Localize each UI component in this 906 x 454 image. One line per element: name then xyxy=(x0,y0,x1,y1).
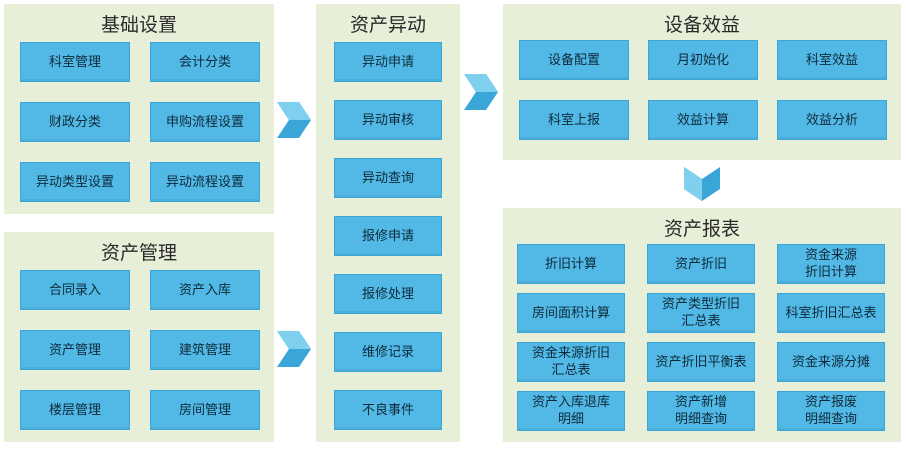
item-asset-depreciation-balance[interactable]: 资产折旧平衡表 xyxy=(647,342,755,382)
item-asset-mgmt[interactable]: 资产管理 xyxy=(20,330,130,370)
item-asset-inbound[interactable]: 资产入库 xyxy=(150,270,260,310)
item-maintenance-record[interactable]: 维修记录 xyxy=(334,332,442,372)
item-change-type-settings[interactable]: 异动类型设置 xyxy=(20,162,130,202)
item-change-apply[interactable]: 异动申请 xyxy=(334,42,442,82)
item-asset-scrap-detail-query[interactable]: 资产报废 明细查询 xyxy=(777,391,885,431)
panel-basic-settings: 基础设置 科室管理 会计分类 财政分类 申购流程设置 异动类型设置 异动流程设置 xyxy=(4,4,274,214)
item-change-review[interactable]: 异动审核 xyxy=(334,100,442,140)
item-asset-new-detail-query[interactable]: 资产新增 明细查询 xyxy=(647,391,755,431)
item-floor-mgmt[interactable]: 楼层管理 xyxy=(20,390,130,430)
item-fund-source-depreciation-summary[interactable]: 资金来源折旧 汇总表 xyxy=(517,342,625,382)
item-dept-benefit[interactable]: 科室效益 xyxy=(777,40,887,80)
arrow-right-icon xyxy=(277,331,311,367)
item-repair-apply[interactable]: 报修申请 xyxy=(334,216,442,256)
panel-asset-management: 资产管理 合同录入 资产入库 资产管理 建筑管理 楼层管理 房间管理 xyxy=(4,232,274,442)
arrow-right-icon xyxy=(277,102,311,138)
item-fund-source-depreciation-calc[interactable]: 资金来源 折旧计算 xyxy=(777,244,885,284)
item-month-init[interactable]: 月初始化 xyxy=(648,40,758,80)
item-purchase-flow-settings[interactable]: 申购流程设置 xyxy=(150,102,260,142)
item-change-query[interactable]: 异动查询 xyxy=(334,158,442,198)
item-room-mgmt[interactable]: 房间管理 xyxy=(150,390,260,430)
panel-title: 资产管理 xyxy=(100,242,177,264)
panel-equipment-benefit: 设备效益 设备配置 月初始化 科室效益 科室上报 效益计算 效益分析 xyxy=(503,4,901,160)
panel-asset-reports: 资产报表 折旧计算 资产折旧 资金来源 折旧计算 房间面积计算 资产类型折旧 汇… xyxy=(503,208,901,442)
arrow-right-icon xyxy=(464,74,498,110)
item-benefit-analysis[interactable]: 效益分析 xyxy=(777,100,887,140)
item-finance-category[interactable]: 财政分类 xyxy=(20,102,130,142)
item-contract-entry[interactable]: 合同录入 xyxy=(20,270,130,310)
arrow-down-icon xyxy=(684,167,720,201)
item-dept-report[interactable]: 科室上报 xyxy=(519,100,629,140)
panel-title: 资产报表 xyxy=(663,218,740,240)
item-change-flow-settings[interactable]: 异动流程设置 xyxy=(150,162,260,202)
item-depreciation-calc[interactable]: 折旧计算 xyxy=(517,244,625,284)
item-adverse-event[interactable]: 不良事件 xyxy=(334,390,442,430)
item-asset-type-depreciation-summary[interactable]: 资产类型折旧 汇总表 xyxy=(647,293,755,333)
item-fund-source-allocation[interactable]: 资金来源分摊 xyxy=(777,342,885,382)
item-dept-depreciation-summary[interactable]: 科室折旧汇总表 xyxy=(777,293,885,333)
item-dept-mgmt[interactable]: 科室管理 xyxy=(20,42,130,82)
panel-title: 资产异动 xyxy=(349,14,426,36)
panel-asset-change: 资产异动 异动申请 异动审核 异动查询 报修申请 报修处理 维修记录 不良事件 xyxy=(316,4,460,442)
item-room-area-calc[interactable]: 房间面积计算 xyxy=(517,293,625,333)
item-equipment-config[interactable]: 设备配置 xyxy=(519,40,629,80)
item-asset-inbound-return-detail[interactable]: 资产入库退库 明细 xyxy=(517,391,625,431)
panel-title: 设备效益 xyxy=(663,14,740,36)
item-asset-depreciation[interactable]: 资产折旧 xyxy=(647,244,755,284)
item-building-mgmt[interactable]: 建筑管理 xyxy=(150,330,260,370)
item-accounting-category[interactable]: 会计分类 xyxy=(150,42,260,82)
panel-title: 基础设置 xyxy=(100,14,177,36)
item-repair-process[interactable]: 报修处理 xyxy=(334,274,442,314)
item-benefit-calc[interactable]: 效益计算 xyxy=(648,100,758,140)
